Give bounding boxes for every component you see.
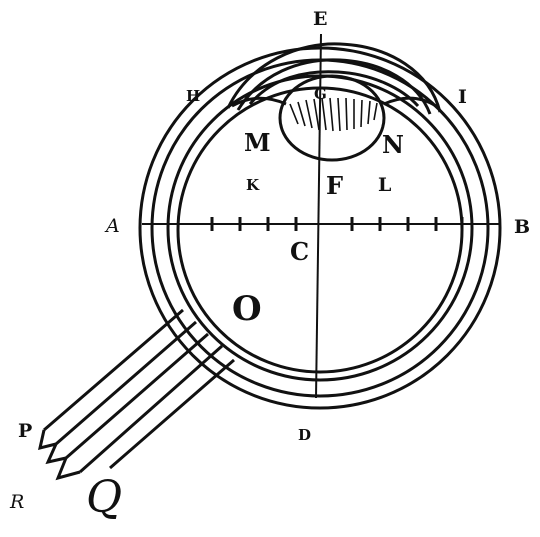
label-G: G <box>314 85 327 103</box>
label-K: K <box>246 176 260 194</box>
label-P: P <box>18 420 32 442</box>
label-R: R <box>9 491 24 513</box>
label-F: F <box>326 171 343 200</box>
label-I: I <box>458 86 467 108</box>
label-B: B <box>514 216 530 238</box>
optic-nerve <box>40 310 234 478</box>
label-N: N <box>382 130 404 159</box>
label-M: M <box>244 128 271 157</box>
label-A: A <box>104 215 120 237</box>
label-Q: Q <box>86 472 122 523</box>
lens-hatching <box>290 98 377 131</box>
label-E: E <box>313 8 327 30</box>
label-D: D <box>298 426 311 444</box>
label-O: O <box>232 289 262 329</box>
label-L: L <box>378 174 391 196</box>
label-C: C <box>290 237 309 266</box>
label-H: H <box>186 87 200 105</box>
